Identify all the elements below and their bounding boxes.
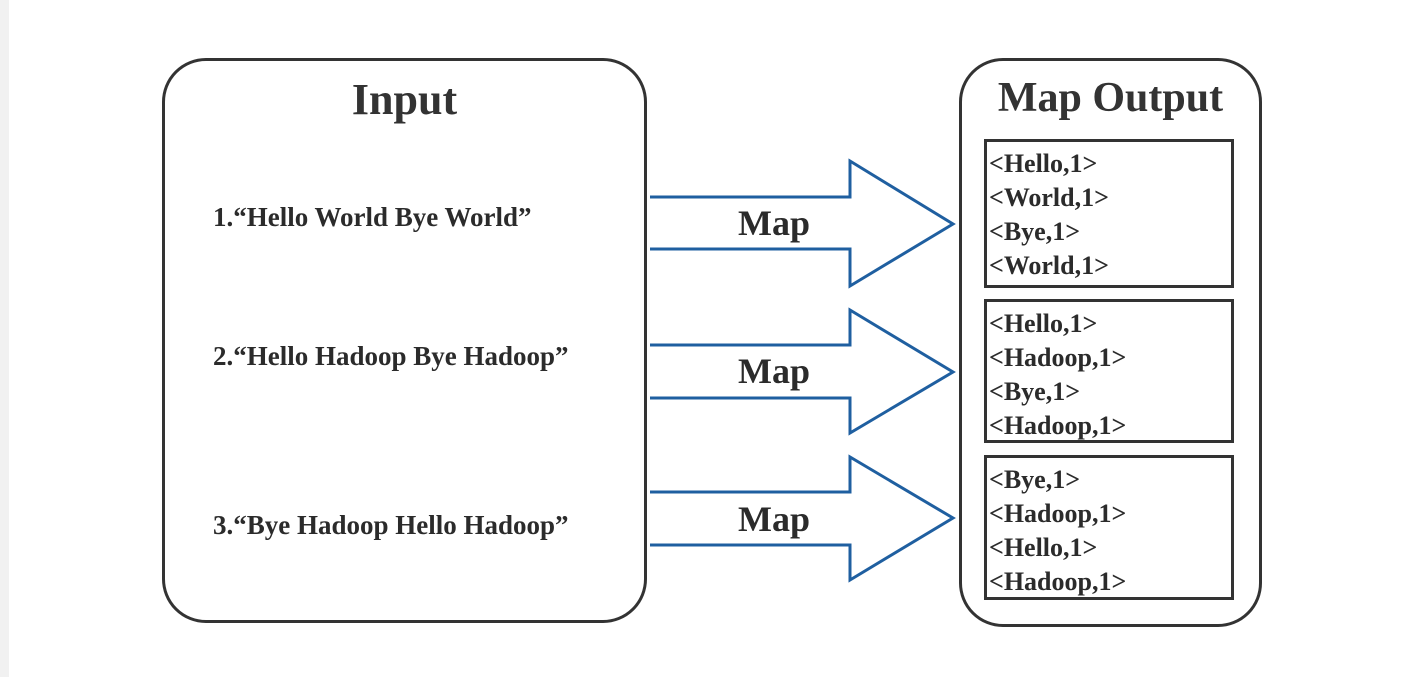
output-pair: <Hadoop,1>: [989, 567, 1127, 596]
left-edge-bar: [0, 0, 9, 677]
output-pair: <Hello,1>: [989, 149, 1098, 178]
output-pair: <Hello,1>: [989, 533, 1098, 562]
output-pair: <Hadoop,1>: [989, 499, 1127, 528]
map-label-1: Map: [738, 203, 810, 243]
output-pair: <World,1>: [989, 183, 1109, 212]
output-pair: <Bye,1>: [989, 217, 1081, 246]
output-pair: <Hadoop,1>: [989, 343, 1127, 372]
output-pair: <Hello,1>: [989, 309, 1098, 338]
output-pair: <Bye,1>: [989, 465, 1081, 494]
input-line-1: 1.“Hello World Bye World”: [213, 202, 532, 232]
map-label-2: Map: [738, 351, 810, 391]
output-group-2: <Hello,1> <Hadoop,1> <Bye,1> <Hadoop,1>: [984, 299, 1234, 443]
map-output-title: Map Output: [997, 75, 1224, 121]
output-pair: <Hadoop,1>: [989, 411, 1127, 440]
output-group-3: <Bye,1> <Hadoop,1> <Hello,1> <Hadoop,1>: [984, 455, 1234, 600]
output-pair: <World,1>: [989, 251, 1109, 280]
input-box: [162, 58, 647, 623]
input-line-3: 3.“Bye Hadoop Hello Hadoop”: [213, 510, 569, 540]
map-label-3: Map: [738, 499, 810, 539]
input-title: Input: [351, 75, 458, 124]
output-group-1: <Hello,1> <World,1> <Bye,1> <World,1>: [984, 139, 1234, 288]
output-pair: <Bye,1>: [989, 377, 1081, 406]
input-line-2: 2.“Hello Hadoop Bye Hadoop”: [213, 341, 569, 371]
